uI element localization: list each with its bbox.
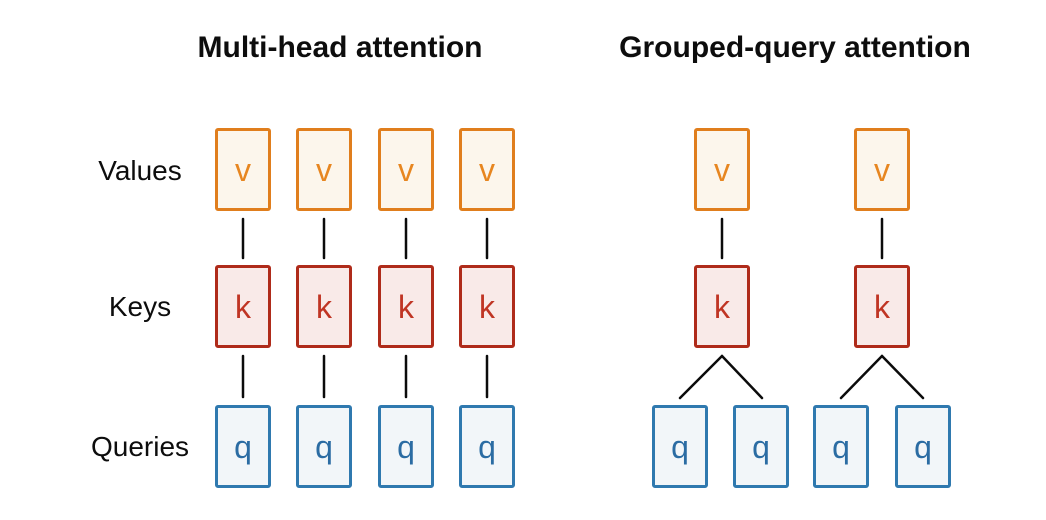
- gqa-value-box-2: v: [854, 128, 910, 211]
- mha-query-box-2: q: [296, 405, 352, 488]
- mha-value-box-4: v: [459, 128, 515, 211]
- gqa-query-box-1: q: [652, 405, 708, 488]
- gqa-title: Grouped-query attention: [619, 31, 971, 64]
- row-label-keys: Keys: [108, 291, 172, 322]
- mha-key-box-1: k: [215, 265, 271, 348]
- gqa-query-box-4: q: [895, 405, 951, 488]
- mha-value-box-2: v: [296, 128, 352, 211]
- gqa-connector-k1-q1: [678, 354, 724, 400]
- gqa-key-box-2: k: [854, 265, 910, 348]
- gqa-value-box-1: v: [694, 128, 750, 211]
- mha-key-box-3: k: [378, 265, 434, 348]
- gqa-key-box-1: k: [694, 265, 750, 348]
- gqa-connector-k2-q4: [880, 354, 925, 400]
- mha-query-box-4: q: [459, 405, 515, 488]
- gqa-query-box-3: q: [813, 405, 869, 488]
- row-label-values: Values: [98, 155, 182, 186]
- gqa-query-box-2: q: [733, 405, 789, 488]
- mha-query-box-1: q: [215, 405, 271, 488]
- gqa-connector-k1-q2: [720, 354, 764, 400]
- gqa-connector-k2-q3: [839, 354, 884, 400]
- mha-key-box-2: k: [296, 265, 352, 348]
- mha-title: Multi-head attention: [197, 31, 483, 64]
- mha-query-box-3: q: [378, 405, 434, 488]
- mha-key-box-4: k: [459, 265, 515, 348]
- mha-value-box-1: v: [215, 128, 271, 211]
- mha-value-box-3: v: [378, 128, 434, 211]
- row-label-queries: Queries: [90, 431, 190, 462]
